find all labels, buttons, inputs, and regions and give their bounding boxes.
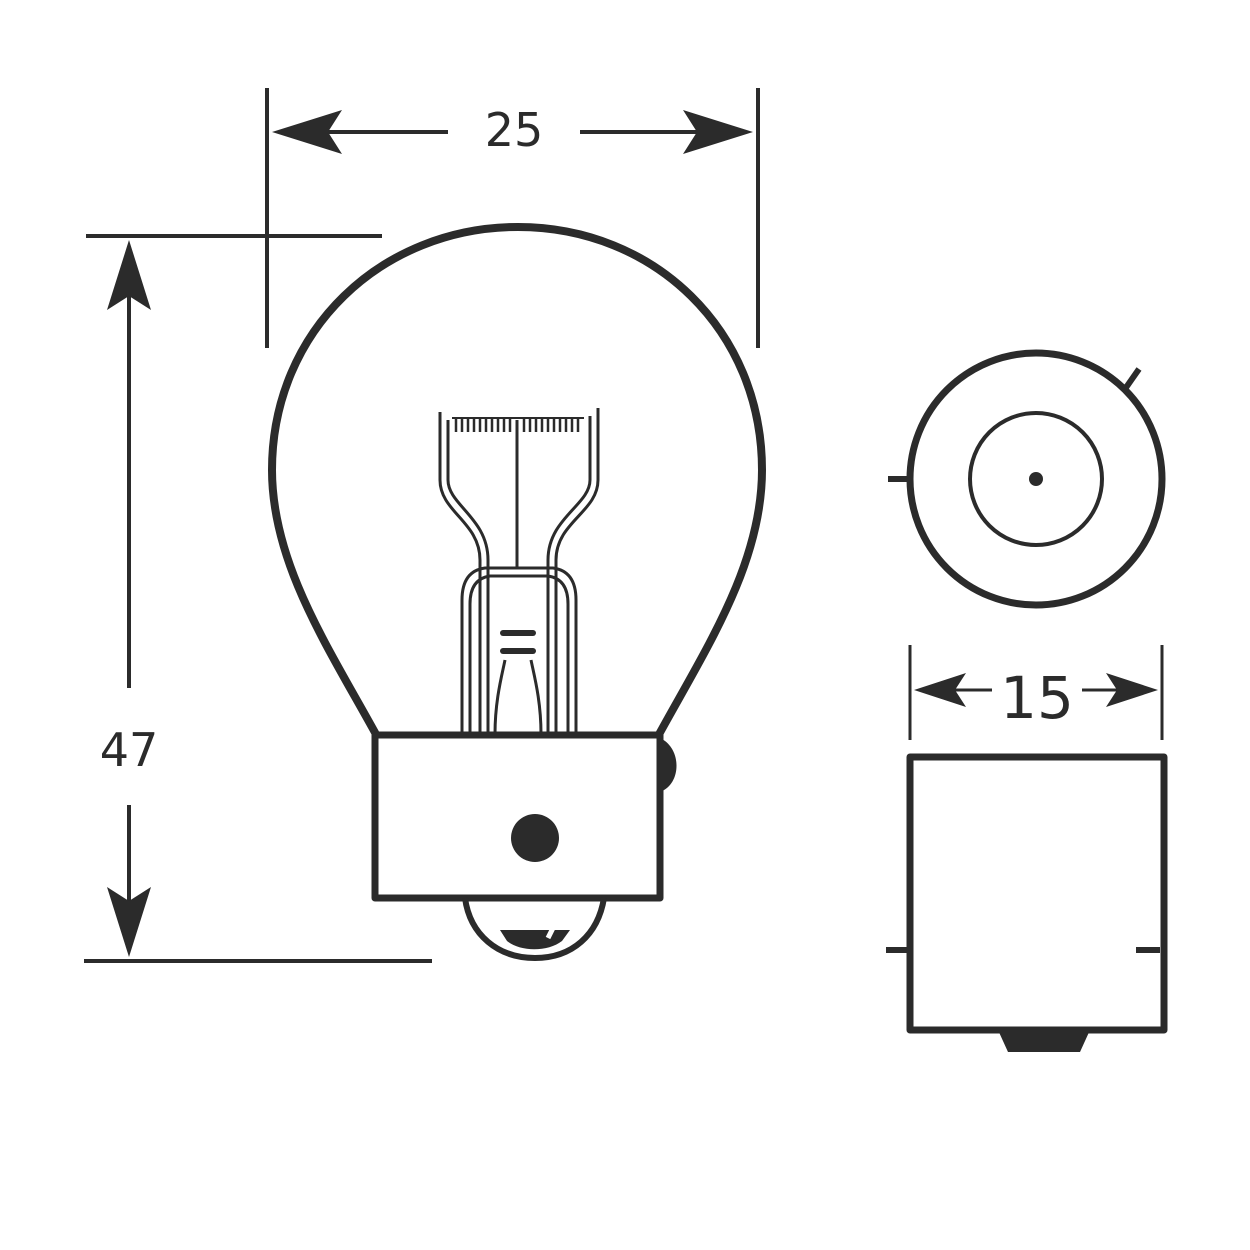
base-side-outline	[906, 753, 1168, 1034]
filament-press-seal	[493, 659, 543, 735]
filament-wire-left-inner	[446, 420, 490, 734]
width-arrow-left	[272, 110, 342, 154]
end-view-center-contact	[1029, 472, 1043, 486]
filament-coil	[454, 418, 580, 432]
filament-stem-inner	[468, 574, 570, 734]
filament-assembly	[438, 408, 600, 735]
filament-wire-left	[438, 412, 482, 734]
filament-wire-right-inner	[546, 416, 592, 734]
filament-stem-outer	[460, 566, 578, 734]
width-dimension	[265, 88, 760, 348]
end-view-pin-right	[1122, 367, 1142, 391]
base-bayonet-pin	[660, 738, 677, 792]
base-width-arrow-right	[1106, 673, 1158, 707]
base-contact-solder	[500, 930, 570, 950]
end-view-inner-ring	[968, 411, 1104, 547]
filament-wire-right	[554, 408, 600, 734]
base-width-arrow-left	[914, 673, 966, 707]
base-width-dimension	[908, 645, 1164, 740]
base-side-view	[886, 753, 1168, 1052]
height-arrow-bottom	[107, 887, 151, 957]
contact-highlight	[545, 916, 561, 940]
width-label: 25	[485, 103, 544, 157]
base-side-contact	[998, 1030, 1090, 1052]
base-width-label: 15	[1000, 664, 1074, 732]
bulb-glass-outline	[268, 223, 766, 740]
bulb-metal-base	[371, 731, 664, 902]
height-arrow-top	[107, 240, 151, 310]
base-end-view	[888, 349, 1166, 609]
bulb-side-view	[268, 223, 766, 961]
width-arrow-right	[683, 110, 753, 154]
base-pin-dot	[511, 814, 559, 862]
base-contact-cap	[462, 897, 607, 961]
height-label: 47	[100, 723, 159, 777]
height-dimension	[84, 234, 432, 963]
